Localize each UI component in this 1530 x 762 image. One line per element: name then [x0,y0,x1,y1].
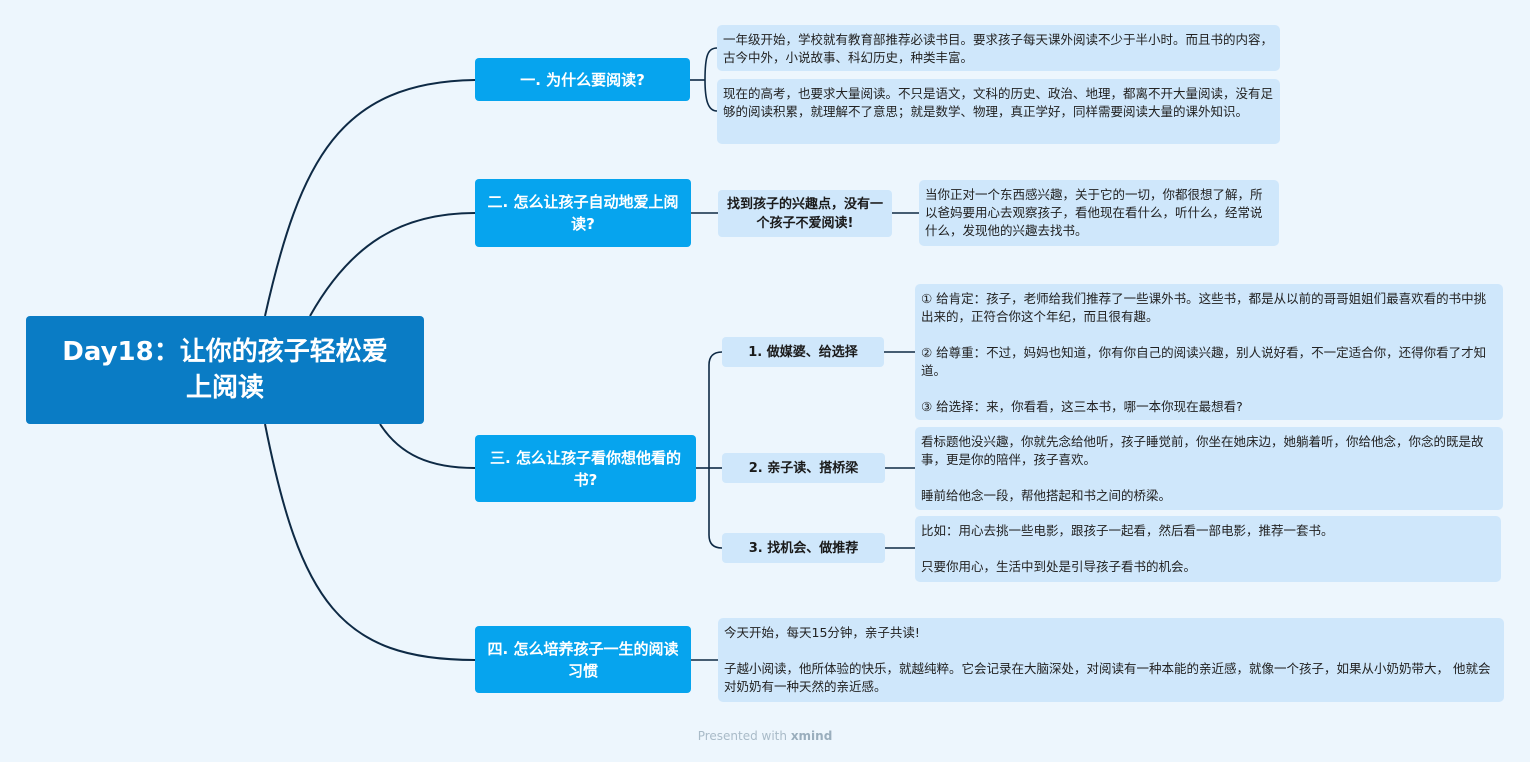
branch-auto-love-reading[interactable]: 二. 怎么让孩子自动地爱上阅读? [475,179,691,247]
note-parent-child-reading[interactable]: 看标题他没兴趣，你就先念给他听，孩子睡觉前，你坐在她床边，她躺着听，你给他念，你… [915,427,1503,510]
sub-matchmaker-choice[interactable]: 1. 做媒婆、给选择 [722,337,884,367]
presented-with-footer: Presented with xmind [0,729,1530,743]
sub-find-opportunity[interactable]: 3. 找机会、做推荐 [722,533,885,563]
note-why-read-1[interactable]: 一年级开始，学校就有教育部推荐必读书目。要求孩子每天课外阅读不少于半小时。而且书… [717,25,1280,71]
note-why-read-2[interactable]: 现在的高考，也要求大量阅读。不只是语文，文科的历史、政治、地理，都离不开大量阅读… [717,79,1280,144]
note-find-interest[interactable]: 当你正对一个东西感兴趣，关于它的一切，你都很想了解，所以爸妈要用心去观察孩子，看… [919,180,1279,246]
branch-3-sub-3-link [708,468,723,549]
xmind-brand: xmind [790,729,833,743]
branch-lifelong-habit[interactable]: 四. 怎么培养孩子一生的阅读习惯 [475,626,691,693]
root-to-branch-4 [264,423,476,661]
sub-find-interest[interactable]: 找到孩子的兴趣点，没有一个孩子不爱阅读! [718,190,892,237]
sub-parent-child-reading[interactable]: 2. 亲子读、搭桥梁 [722,453,885,483]
branch-books-you-want[interactable]: 三. 怎么让孩子看你想他看的书? [475,435,696,502]
root-to-branch-1 [264,79,476,317]
root-to-branch-2 [309,212,476,317]
note-matchmaker-choice[interactable]: ① 给肯定：孩子，老师给我们推荐了一些课外书。这些书，都是从以前的哥哥姐姐们最喜… [915,284,1503,420]
root-topic[interactable]: Day18：让你的孩子轻松爱上阅读 [26,316,424,424]
footer-prefix: Presented with [697,729,787,743]
branch-why-read[interactable]: 一. 为什么要阅读? [475,58,690,101]
root-to-branch-3 [379,423,476,469]
branch-1-note-2-link [704,79,718,112]
note-find-opportunity[interactable]: 比如：用心去挑一些电影，跟孩子一起看，然后看一部电影，推荐一套书。 只要你用心，… [915,516,1501,582]
branch-1-note-1-link [704,47,718,81]
note-lifelong-habit[interactable]: 今天开始，每天15分钟，亲子共读! 子越小阅读，他所体验的快乐，就越纯粹。它会记… [718,618,1504,702]
branch-3-sub-1-link [708,351,723,468]
